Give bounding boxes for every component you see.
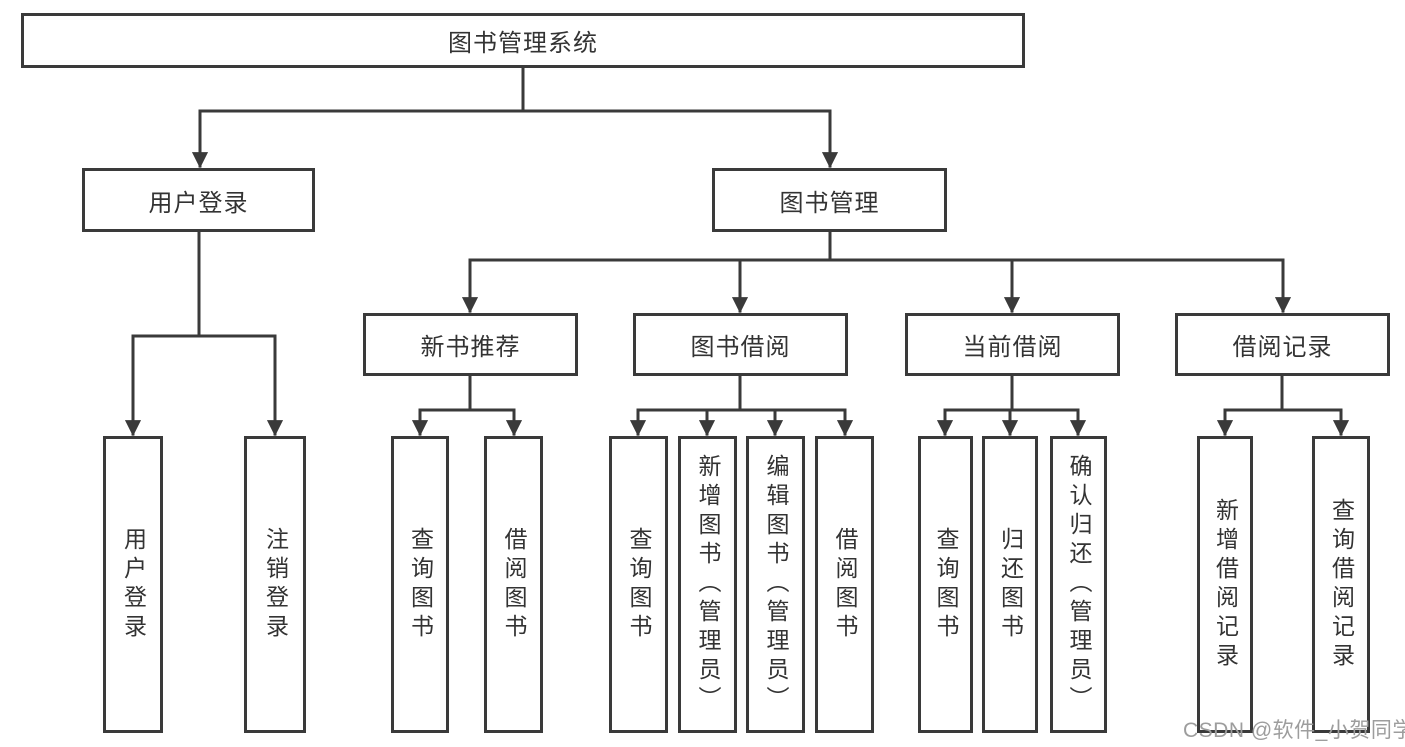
node-query-books-borrow: 查询图书 <box>609 436 668 733</box>
node-query-borrow-record: 查询借阅记录 <box>1312 436 1370 733</box>
node-book-borrow: 图书借阅 <box>633 313 848 376</box>
node-current-borrow: 当前借阅 <box>905 313 1120 376</box>
node-return-books: 归还图书 <box>982 436 1038 733</box>
node-confirm-return-admin: 确认归还（管理员） <box>1050 436 1107 733</box>
node-borrow-books-leaf: 借阅图书 <box>815 436 874 733</box>
node-borrow-books-recommend: 借阅图书 <box>484 436 543 733</box>
node-query-books-recommend: 查询图书 <box>391 436 449 733</box>
node-edit-books-admin: 编辑图书（管理员） <box>746 436 805 733</box>
node-user-login-leaf: 用户登录 <box>103 436 163 733</box>
node-add-borrow-record: 新增借阅记录 <box>1197 436 1253 733</box>
node-query-books-current: 查询图书 <box>918 436 973 733</box>
node-root: 图书管理系统 <box>21 13 1025 68</box>
csdn-watermark: CSDN @软件_小贺同学 <box>1183 719 1405 742</box>
node-book-management: 图书管理 <box>712 168 947 232</box>
node-user-login: 用户登录 <box>82 168 315 232</box>
node-add-books-admin: 新增图书（管理员） <box>678 436 737 733</box>
node-new-book-recommend: 新书推荐 <box>363 313 578 376</box>
node-logout-leaf: 注销登录 <box>244 436 306 733</box>
node-borrow-records: 借阅记录 <box>1175 313 1390 376</box>
